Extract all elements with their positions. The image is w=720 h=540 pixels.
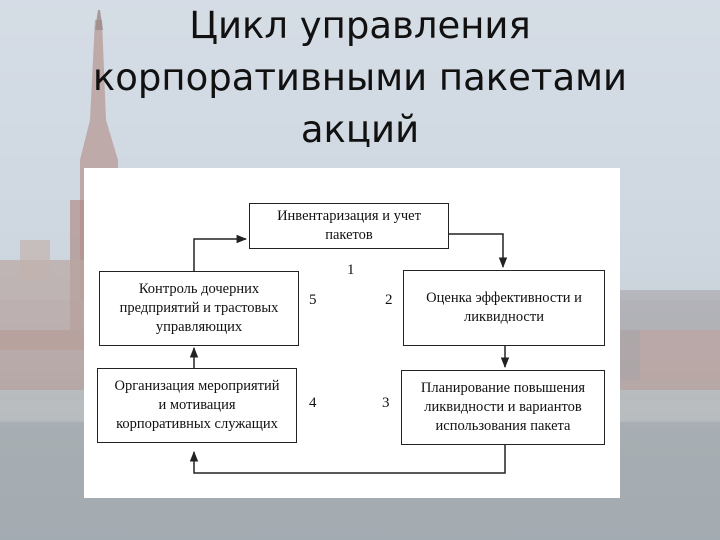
title-line-3: акций — [300, 108, 420, 151]
arrow-1-to-2 — [448, 233, 508, 269]
step-5-line-3: управляющих — [155, 319, 243, 335]
step-2-line-1: Оценка эффективности и — [426, 290, 582, 306]
step-5-line-1: Контроль дочерних — [138, 281, 260, 297]
step-4-line-3: корпоративных служащих — [116, 416, 278, 432]
step-4-line-1: Организация мероприятий — [114, 378, 280, 394]
step-box-5: Контроль дочерних предприятий и трастовы… — [99, 271, 299, 346]
step-1-line-1: Инвентаризация и учет — [277, 208, 421, 224]
title-line-2: корпоративными пакетами — [92, 56, 628, 99]
step-2-line-2: ликвидности — [464, 309, 544, 325]
step-4-line-2: и мотивация — [158, 397, 236, 413]
slide-title: Цикл управления корпоративными пакетами … — [0, 0, 720, 156]
step-3-line-1: Планирование повышения — [420, 380, 586, 396]
step-3-line-3: использования пакета — [435, 418, 571, 434]
diagram-panel: Инвентаризация и учет пакетов Оценка эфф… — [84, 168, 620, 498]
step-3-line-2: ликвидности и вариантов — [424, 399, 582, 415]
step-number-1: 1 — [347, 262, 355, 278]
title-line-1: Цикл управления — [189, 4, 531, 47]
step-box-4: Организация мероприятий и мотивация корп… — [97, 368, 297, 443]
step-1-line-2: пакетов — [325, 227, 373, 243]
step-box-3: Планирование повышения ликвидности и вар… — [401, 370, 605, 445]
arrow-3-to-4 — [189, 444, 506, 474]
step-number-3: 3 — [382, 395, 390, 411]
step-box-2: Оценка эффективности и ликвидности — [403, 270, 605, 346]
step-5-line-2: предприятий и трастовых — [119, 300, 279, 316]
cycle-arrows — [189, 233, 510, 474]
step-number-5: 5 — [309, 292, 317, 308]
arrow-5-to-1 — [193, 234, 248, 271]
step-number-4: 4 — [309, 395, 317, 411]
step-box-1: Инвентаризация и учет пакетов — [249, 203, 449, 249]
step-number-2: 2 — [385, 292, 393, 308]
